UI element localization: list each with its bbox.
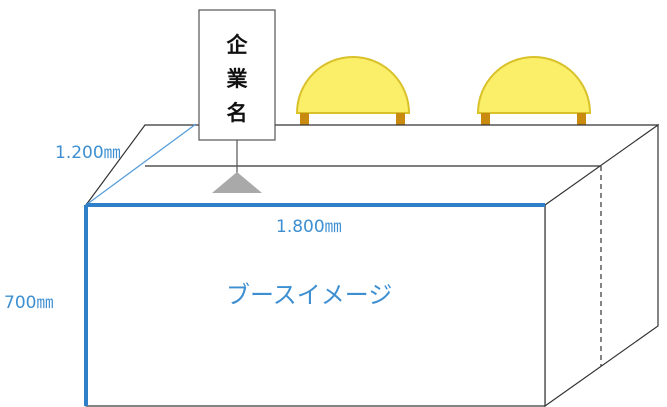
sign-char-3: 名 [227, 101, 248, 125]
booth-label: ブースイメージ [226, 281, 392, 309]
height-label: 700㎜ [4, 293, 53, 313]
depth-edge [85, 123, 197, 206]
sign-char-2: 業 [227, 67, 249, 91]
sign-board [198, 9, 276, 141]
depth-label: 1.200㎜ [55, 143, 121, 163]
chair-right [476, 56, 592, 126]
table-front-face [85, 204, 546, 407]
sign-stand [212, 172, 262, 193]
chair-left [295, 56, 411, 126]
booth-table [84, 123, 660, 407]
sign-char-1: 企 [226, 33, 249, 57]
company-sign: 企 業 名 [198, 9, 276, 193]
width-label: 1.800㎜ [276, 217, 342, 237]
